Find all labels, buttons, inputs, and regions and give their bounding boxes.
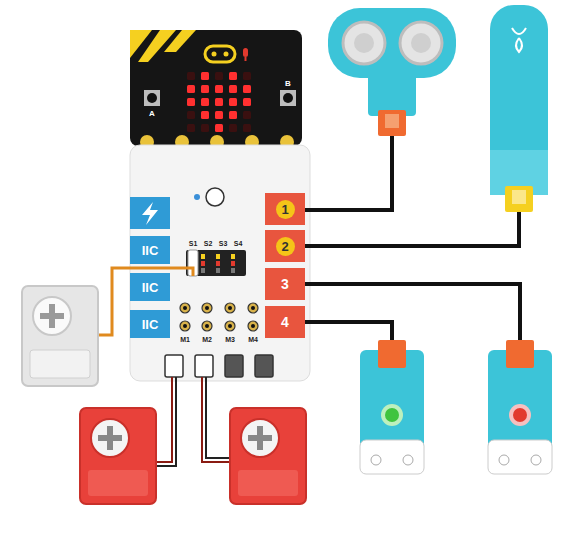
port-label: IIC: [142, 280, 159, 295]
servo-pin-label: S4: [234, 240, 243, 247]
button-label: A: [149, 110, 155, 118]
led-pixel: [201, 98, 209, 106]
port-number: 4: [281, 314, 289, 330]
led-pixel: [187, 72, 195, 80]
led-pixel: [229, 111, 237, 119]
led-pixel: [187, 85, 195, 93]
port-box: 3: [265, 268, 305, 300]
led-pixel: [215, 98, 223, 106]
led-pixel: [215, 72, 223, 80]
led-pixel: [243, 85, 251, 93]
button-label: B: [285, 80, 291, 88]
led-pixel: [201, 111, 209, 119]
led-pixel: [187, 124, 195, 132]
led-pixel: [187, 111, 195, 119]
led-pixel: [201, 124, 209, 132]
led-pixel: [229, 124, 237, 132]
iic-port-box: IIC: [130, 310, 170, 338]
iic-port-box: IIC: [130, 236, 170, 264]
motor-pin-label: M2: [202, 336, 212, 343]
led-pixel: [229, 72, 237, 80]
led-pixel: [229, 98, 237, 106]
port-number: 3: [281, 276, 289, 292]
led-pixel: [243, 98, 251, 106]
led-pixel: [243, 111, 251, 119]
led-pixel: [201, 85, 209, 93]
led-pixel: [215, 124, 223, 132]
iic-port-box: IIC: [130, 273, 170, 301]
servo-pin-label: S3: [219, 240, 228, 247]
led-pixel: [215, 111, 223, 119]
led-pixel: [201, 72, 209, 80]
port-label: IIC: [142, 243, 159, 258]
motor-pin-label: M3: [225, 336, 235, 343]
led-pixel: [243, 124, 251, 132]
motor-pin-label: M1: [180, 336, 190, 343]
port-number: 2: [276, 237, 295, 256]
port-box: 4: [265, 306, 305, 338]
motor-pin-label: M4: [248, 336, 258, 343]
port-number: 1: [276, 200, 295, 219]
led-pixel: [243, 72, 251, 80]
port-box: 2: [265, 230, 305, 262]
port-label: IIC: [142, 317, 159, 332]
led-pixel: [215, 85, 223, 93]
port-box: 1: [265, 193, 305, 225]
servo-pin-label: S1: [189, 240, 198, 247]
led-pixel: [229, 85, 237, 93]
led-pixel: [187, 98, 195, 106]
servo-pin-label: S2: [204, 240, 213, 247]
